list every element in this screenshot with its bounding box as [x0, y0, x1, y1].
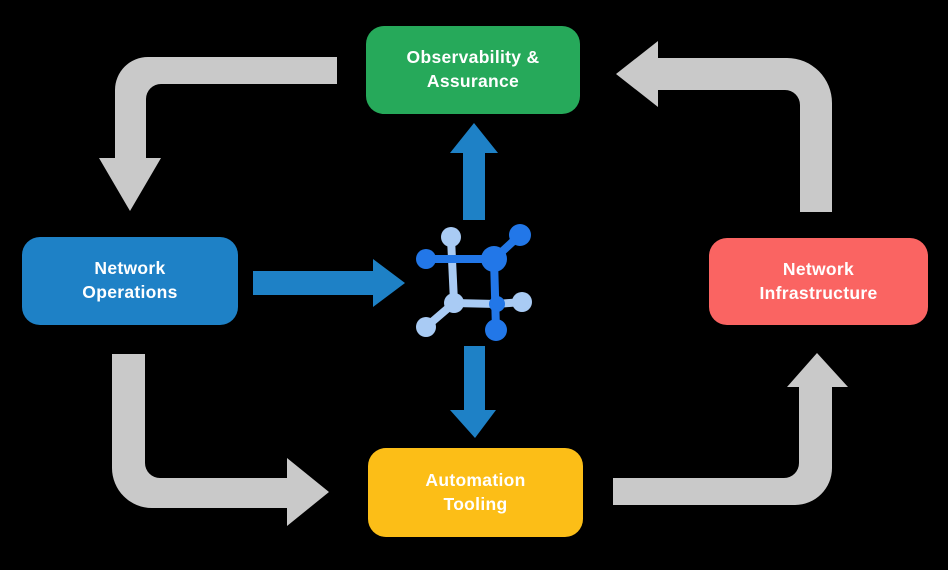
node-label-line: Tooling: [443, 493, 508, 514]
node-label-line: Automation: [425, 469, 526, 490]
network-mesh-icon: [416, 224, 532, 341]
icon-node: [485, 319, 507, 341]
node-network-infrastructure: Network Infrastructure: [709, 238, 928, 325]
node-observability-assurance: Observability & Assurance: [366, 26, 580, 114]
icon-node: [444, 293, 464, 313]
icon-edge: [447, 234, 458, 306]
icon-node: [489, 296, 505, 312]
arrow-infrastructure-to-observability: [616, 41, 832, 212]
icon-node: [509, 224, 531, 246]
arrow-operations-to-center: [253, 259, 405, 307]
icon-node: [441, 227, 461, 247]
node-label-line: Observability &: [406, 47, 540, 68]
node-label-line: Network: [94, 258, 166, 279]
arrow-center-to-automation: [450, 346, 496, 438]
icon-node: [512, 292, 532, 312]
icon-node: [416, 249, 436, 269]
icon-node: [416, 317, 436, 337]
node-label-line: Network: [782, 258, 855, 279]
node-label-line: Operations: [82, 282, 178, 302]
arrow-operations-to-automation: [112, 354, 329, 526]
arrow-center-to-observability: [450, 123, 498, 220]
node-network-operations: Network Operations: [22, 237, 238, 325]
icon-node: [481, 246, 507, 272]
node-label-line: Assurance: [426, 71, 520, 91]
node-automation-tooling: Automation Tooling: [368, 448, 583, 537]
arrow-observability-to-operations: [99, 57, 337, 211]
arrow-automation-to-infrastructure: [613, 353, 848, 505]
node-label-line: Infrastructure: [759, 282, 878, 303]
